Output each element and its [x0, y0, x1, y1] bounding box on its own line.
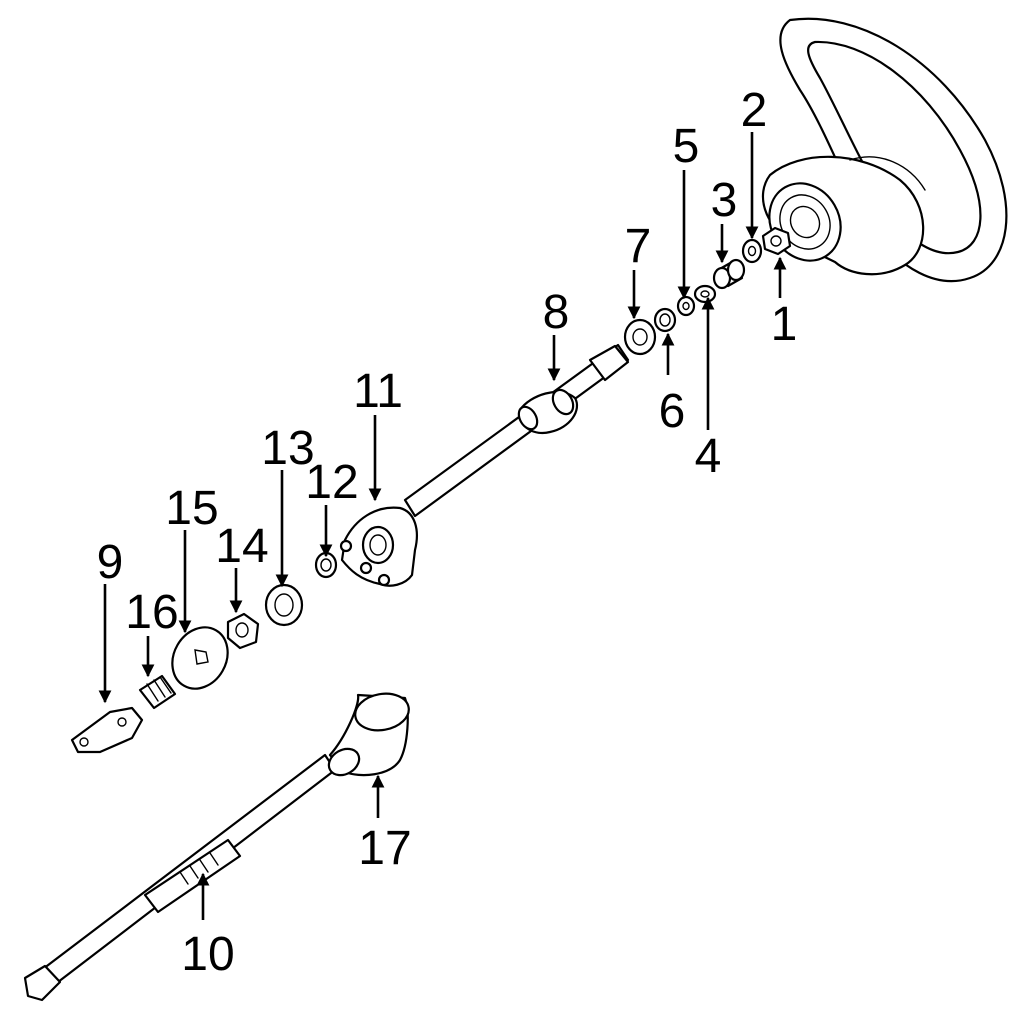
callout-15: 15 [165, 482, 218, 535]
part-16-spring [138, 674, 177, 710]
steering-wheel [761, 17, 1008, 283]
part-14-coupler [226, 612, 260, 650]
callout-7: 7 [625, 220, 652, 273]
part-8-upper-shaft [403, 343, 630, 518]
part-15-disc [171, 626, 229, 690]
part-12-bearing [314, 551, 338, 579]
callout-3: 3 [711, 174, 738, 227]
callout-1: 1 [771, 298, 798, 351]
part-1-nut [761, 226, 792, 256]
part-9-universal-joint [70, 706, 144, 754]
callout-6: 6 [659, 385, 686, 438]
callout-labels: 1 2 3 4 5 6 7 8 9 10 11 12 13 14 15 16 1… [97, 84, 798, 981]
callout-16: 16 [125, 586, 178, 639]
callout-10: 10 [181, 928, 234, 981]
part-10-lower-shaft [23, 753, 337, 1002]
leader-arrows [98, 132, 787, 920]
callout-14: 14 [215, 520, 268, 573]
part-4-bushing [693, 284, 717, 304]
callout-5: 5 [673, 120, 700, 173]
part-7-bearing [623, 318, 657, 356]
callout-4: 4 [695, 430, 722, 483]
part-2-washer [741, 238, 763, 264]
part-13-seal [264, 583, 304, 627]
callout-9: 9 [97, 536, 124, 589]
part-11-housing [339, 506, 418, 587]
callout-8: 8 [543, 286, 570, 339]
callout-17: 17 [358, 822, 411, 875]
part-3-spring [712, 258, 746, 290]
part-17-boot [327, 692, 410, 777]
callout-2: 2 [741, 84, 768, 137]
callout-11: 11 [353, 365, 403, 418]
part-5-ring [676, 295, 696, 317]
callout-12: 12 [305, 456, 358, 509]
callout-13: 13 [261, 422, 314, 475]
part-6-ring [653, 307, 677, 333]
